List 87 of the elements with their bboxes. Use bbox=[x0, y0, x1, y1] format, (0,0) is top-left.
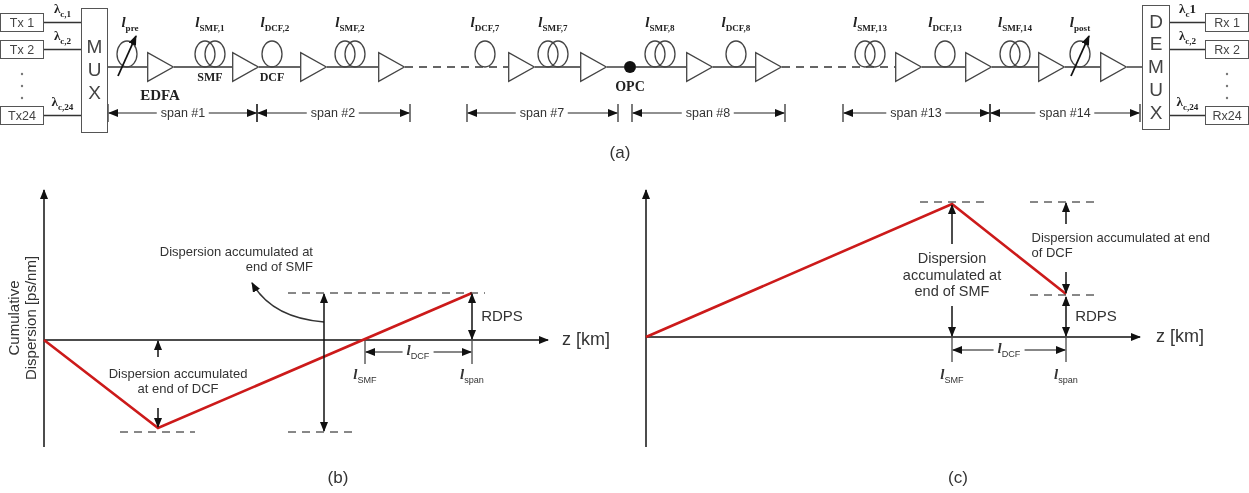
annotation-text: RDPS bbox=[1075, 307, 1117, 325]
edge-label: λ$_{c,2}$ bbox=[1178, 29, 1197, 46]
connector-line bbox=[173, 66, 233, 68]
amplifier-triangle bbox=[686, 52, 713, 82]
connector-line bbox=[1169, 48, 1206, 51]
amplifier-triangle bbox=[1100, 52, 1127, 82]
fiber-length-label: l$_{DCF,8}$ bbox=[721, 14, 751, 34]
connector-line bbox=[404, 66, 509, 68]
connector-line bbox=[107, 66, 148, 68]
fiber-length-label: l$_{pre}$ bbox=[121, 14, 139, 34]
axis-label: z [km] bbox=[562, 328, 610, 350]
span-label: span #1 bbox=[156, 105, 210, 121]
connector-line bbox=[921, 66, 966, 68]
span-label: span #8 bbox=[681, 105, 735, 121]
component-label: EDFA bbox=[140, 87, 180, 105]
fiber-length-label: l$_{SMF,1}$ bbox=[195, 14, 225, 34]
transmitter-box: Tx 2 bbox=[0, 40, 44, 59]
amplifier-triangle bbox=[232, 52, 259, 82]
component-label: DCF bbox=[259, 71, 285, 85]
axis-label: l$_{span}$ bbox=[1054, 366, 1078, 386]
axis-label: l$_{span}$ bbox=[460, 366, 484, 386]
connector-line bbox=[534, 66, 581, 68]
connector-line bbox=[43, 114, 82, 117]
span-label: span #2 bbox=[306, 105, 360, 121]
edge-label: λ$_{c,1}$ bbox=[53, 2, 72, 19]
fiber-length-label: l$_{SMF,2}$ bbox=[335, 14, 365, 34]
receiver-box: Rx 2 bbox=[1205, 40, 1249, 59]
annotation-text: Dispersion accumulated at end of DCF bbox=[107, 367, 249, 397]
amplifier-triangle bbox=[147, 52, 174, 82]
fiber-length-label: l$_{post}$ bbox=[1069, 14, 1091, 34]
connector-line bbox=[43, 21, 82, 24]
leader-arrow bbox=[251, 282, 325, 323]
receiver-box: Rx24 bbox=[1205, 106, 1249, 125]
span-label: span #7 bbox=[515, 105, 569, 121]
connector-line bbox=[635, 66, 687, 68]
transmitter-box: Tx24 bbox=[0, 106, 44, 125]
connector-line bbox=[258, 66, 301, 68]
edge-label: λ$_{c}$1 bbox=[1179, 2, 1196, 19]
axis-label: Cumulative Dispersion [ps/nm] bbox=[4, 254, 40, 383]
span-label: span #13 bbox=[886, 105, 946, 121]
edge-label: λ$_{c,24}$ bbox=[51, 95, 74, 112]
axis-label: l$_{DCF}$ bbox=[993, 340, 1025, 360]
fiber-length-label: l$_{DCF,13}$ bbox=[928, 14, 962, 34]
connector-line bbox=[1169, 21, 1206, 24]
edge-label: λ$_{c,2}$ bbox=[53, 29, 72, 46]
multiplexer-box: M U X bbox=[81, 8, 108, 133]
dot-marker bbox=[624, 61, 636, 73]
annotation-text: Dispersion accumulated at end of DCF bbox=[1031, 231, 1211, 261]
amplifier-triangle bbox=[895, 52, 922, 82]
amplifier-triangle bbox=[378, 52, 405, 82]
axis-label: l$_{SMF}$ bbox=[940, 366, 964, 386]
fiber-length-label: l$_{SMF,13}$ bbox=[853, 14, 887, 34]
component-label: OPC bbox=[615, 78, 645, 96]
amplifier-triangle bbox=[1038, 52, 1065, 82]
connector-line bbox=[1126, 66, 1143, 68]
amplifier-triangle bbox=[300, 52, 327, 82]
fiber-length-label: l$_{DCF,2}$ bbox=[260, 14, 290, 34]
panel-label: (a) bbox=[609, 143, 631, 163]
connector-line bbox=[1169, 114, 1206, 117]
demultiplexer-box: D E M U X bbox=[1142, 5, 1170, 130]
annotation-text: RDPS bbox=[481, 307, 523, 325]
connector-line bbox=[606, 66, 625, 68]
axis-label: z [km] bbox=[1156, 325, 1204, 347]
amplifier-triangle bbox=[508, 52, 535, 82]
amplifier-triangle bbox=[755, 52, 782, 82]
fiber-length-label: l$_{SMF,7}$ bbox=[538, 14, 568, 34]
fiber-length-label: l$_{DCF,7}$ bbox=[470, 14, 500, 34]
axis-label: l$_{SMF}$ bbox=[353, 366, 377, 386]
panel-label: (b) bbox=[327, 468, 349, 488]
amplifier-triangle bbox=[965, 52, 992, 82]
connector-line bbox=[43, 48, 82, 51]
connector-line bbox=[326, 66, 379, 68]
edge-label: λ$_{c,24}$ bbox=[1176, 95, 1199, 112]
connector-line bbox=[991, 66, 1039, 68]
amplifier-triangle bbox=[580, 52, 607, 82]
fiber-length-label: l$_{SMF,8}$ bbox=[645, 14, 675, 34]
connector-line bbox=[712, 66, 756, 68]
annotation-text: Dispersion accumulated at end of SMF bbox=[135, 245, 313, 275]
span-label: span #14 bbox=[1035, 105, 1095, 121]
fiber-length-label: l$_{SMF,14}$ bbox=[998, 14, 1032, 34]
axis-label: l$_{DCF}$ bbox=[402, 342, 434, 362]
annotation-text: Dispersion accumulated at end of SMF bbox=[901, 250, 1003, 300]
component-label: SMF bbox=[197, 71, 223, 85]
transmitter-box: Tx 1 bbox=[0, 13, 44, 32]
panel-label: (c) bbox=[948, 468, 968, 488]
connector-line bbox=[1064, 66, 1101, 68]
receiver-box: Rx 1 bbox=[1205, 13, 1249, 32]
